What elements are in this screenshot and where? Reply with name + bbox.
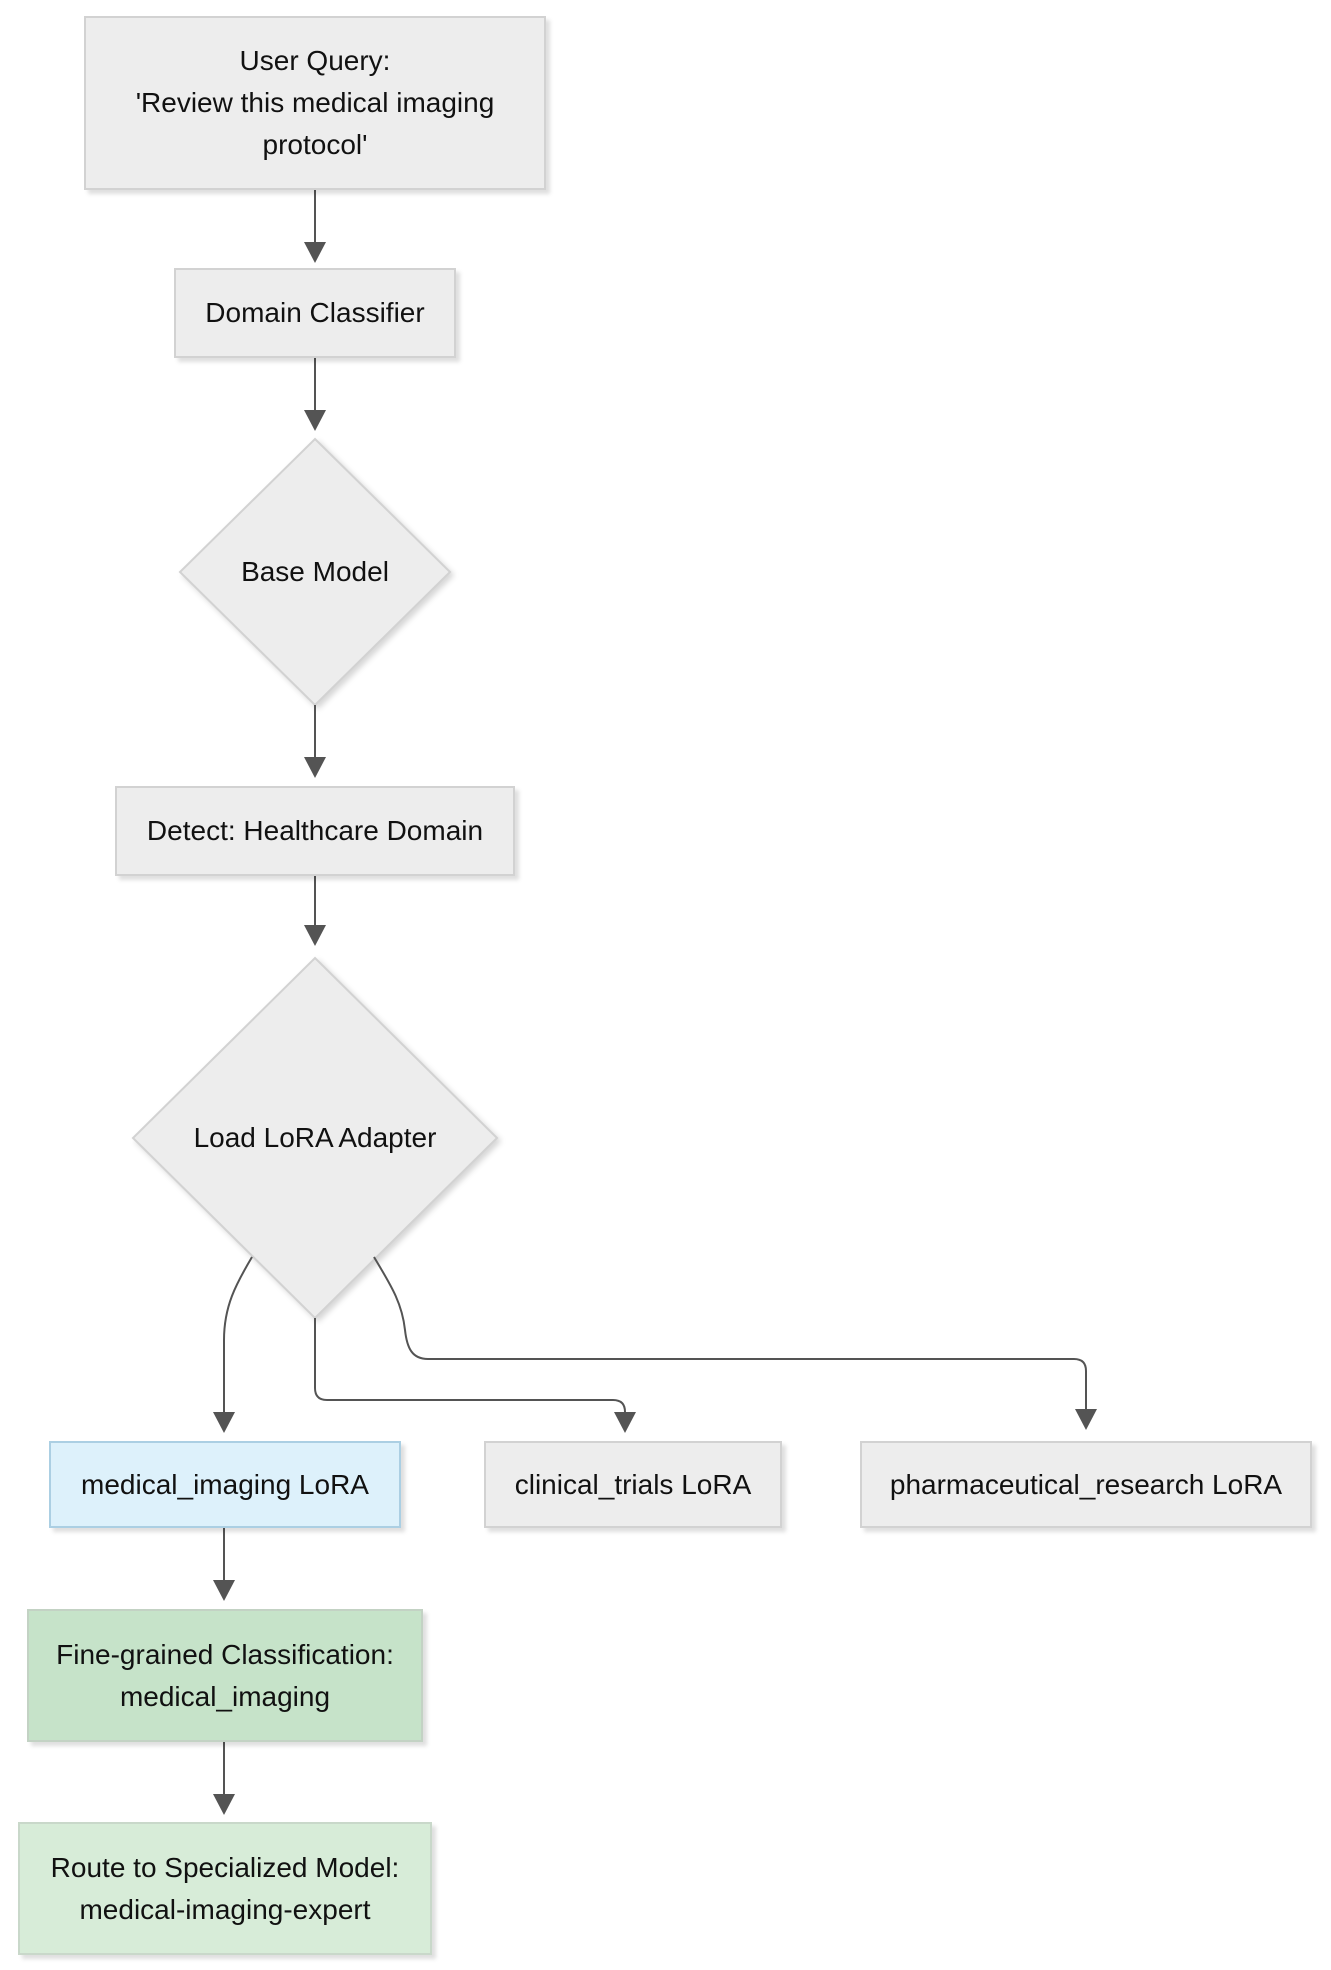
- edge-domain-classifier-to-base-model: [304, 358, 326, 431]
- edge-base-model-to-detect: [304, 705, 326, 778]
- node-pharmaceutical-research-lora-label: pharmaceutical_research LoRA: [889, 1468, 1283, 1500]
- node-pharmaceutical-research-lora: pharmaceutical_research LoRA: [860, 1441, 1312, 1528]
- node-user-query: User Query: 'Review this medical imaging…: [84, 16, 546, 190]
- node-fine-grained-line: medical_imaging: [119, 1680, 331, 1712]
- node-detect-healthcare-domain: Detect: Healthcare Domain: [115, 786, 515, 876]
- node-fine-grained-classification: Fine-grained Classification: medical_ima…: [27, 1609, 423, 1742]
- node-domain-classifier: Domain Classifier: [174, 268, 456, 358]
- node-clinical-trials-lora-label: clinical_trials LoRA: [514, 1468, 752, 1500]
- node-medical-imaging-lora: medical_imaging LoRA: [49, 1441, 401, 1528]
- edge-load-lora-to-clinical-lora: [314, 1318, 636, 1433]
- node-fine-grained-line: Fine-grained Classification:: [56, 1638, 394, 1670]
- node-route-to-specialized-model: Route to Specialized Model: medical-imag…: [18, 1822, 432, 1955]
- node-base-model-label: Base Model: [241, 556, 389, 587]
- edge-fine-grained-to-route: [213, 1742, 235, 1815]
- node-domain-classifier-label: Domain Classifier: [205, 297, 425, 328]
- node-detect-label: Detect: Healthcare Domain: [146, 815, 484, 846]
- node-user-query-line: protocol': [262, 129, 368, 160]
- node-route-line: medical-imaging-expert: [79, 1893, 371, 1925]
- edge-detect-to-load-lora: [304, 876, 326, 946]
- node-user-query-line: 'Review this medical imaging: [135, 87, 495, 118]
- node-clinical-trials-lora: clinical_trials LoRA: [484, 1441, 782, 1528]
- edge-user-query-to-domain-classifier: [304, 190, 326, 263]
- node-load-lora-adapter-label: Load LoRA Adapter: [193, 1122, 437, 1153]
- node-user-query-line: User Query:: [239, 45, 391, 76]
- edge-medical-lora-to-fine-grained: [213, 1528, 235, 1601]
- edge-load-lora-to-medical-lora: [213, 1256, 253, 1433]
- node-medical-imaging-lora-label: medical_imaging LoRA: [81, 1468, 369, 1500]
- node-route-line: Route to Specialized Model:: [50, 1851, 400, 1883]
- edge-load-lora-to-pharma-lora: [373, 1256, 1097, 1430]
